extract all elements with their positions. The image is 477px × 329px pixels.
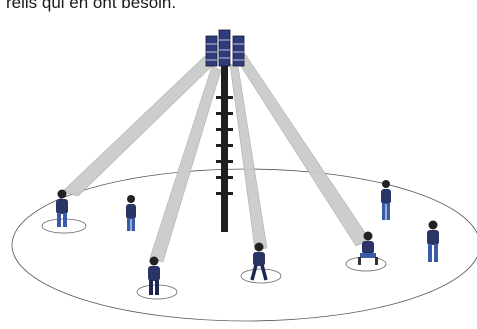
person-icon-left — [56, 190, 68, 228]
ring-right — [346, 257, 386, 271]
person-icon-far-right — [427, 221, 439, 263]
beams — [62, 54, 370, 262]
cell-tower-icon — [206, 30, 244, 232]
beam-left — [62, 56, 214, 196]
antenna-array — [206, 30, 244, 66]
person-icon-back-right — [381, 180, 391, 220]
person-icon-back-left — [126, 195, 136, 231]
user-rings — [42, 219, 386, 299]
beam-center-left — [150, 66, 221, 262]
ring-center — [241, 269, 281, 283]
person-icon-center-left — [148, 257, 160, 296]
